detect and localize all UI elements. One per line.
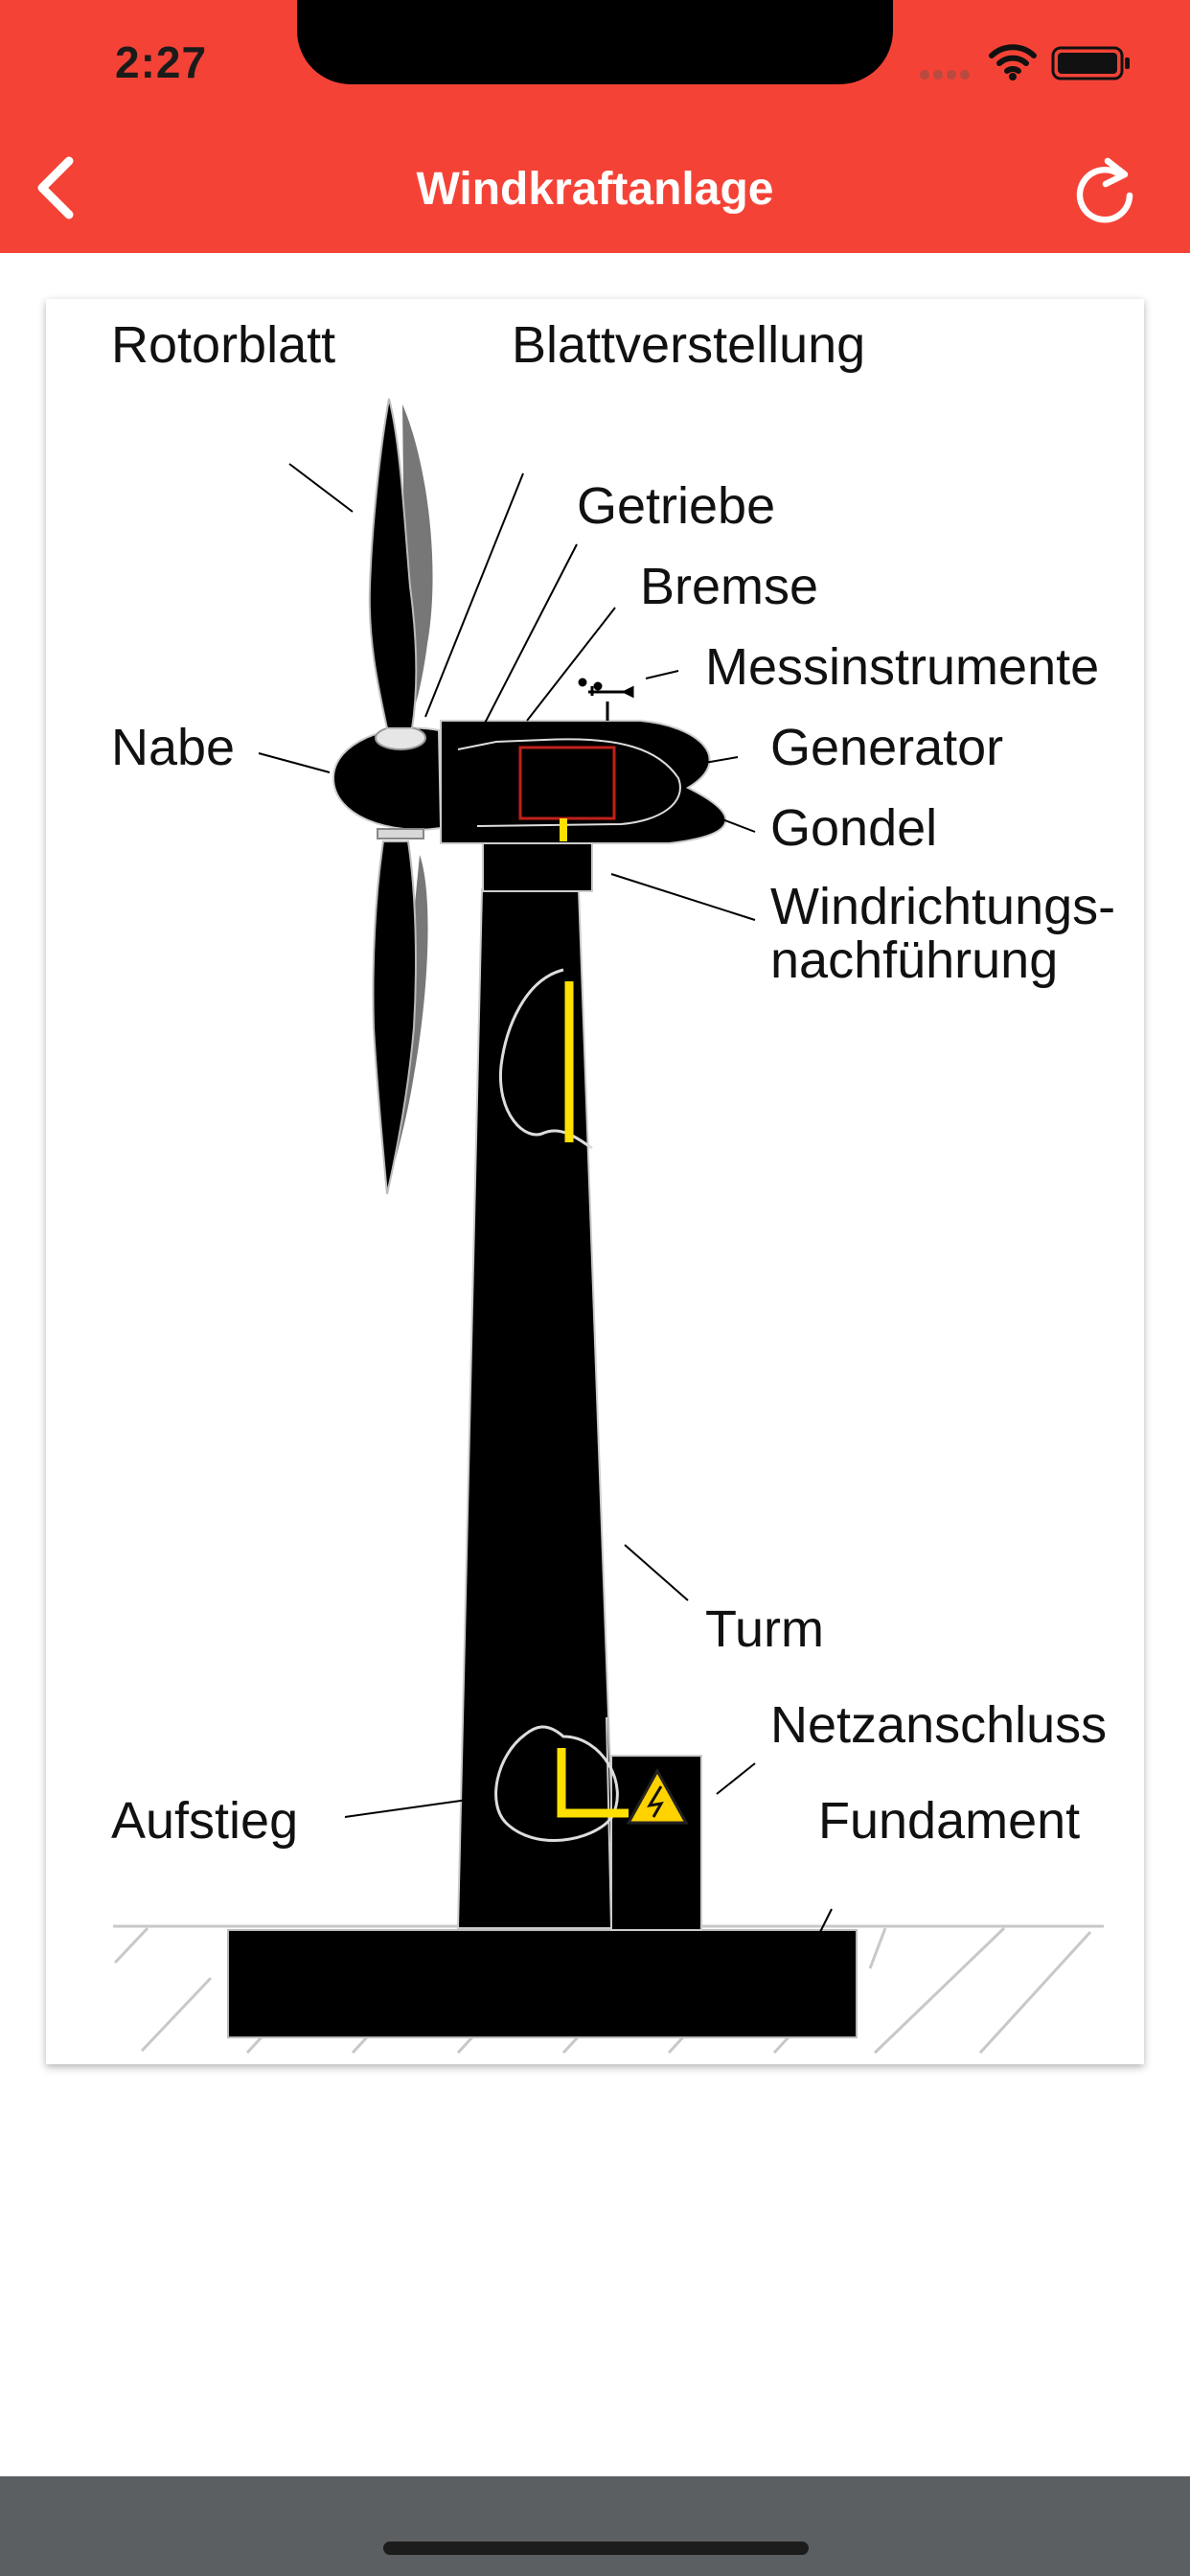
label-netzanschluss: Netzanschluss: [770, 1696, 1108, 1754]
cellular-signal-icon: [920, 67, 975, 80]
status-time: 2:27: [115, 37, 208, 87]
label-leader-lines: [258, 463, 833, 1948]
rotor-blade-upper: [368, 398, 418, 729]
status-icons: [915, 42, 1135, 84]
anemometer-icon: [578, 678, 634, 721]
high-voltage-warning-icon: [626, 1767, 689, 1825]
home-indicator[interactable]: [383, 2542, 809, 2555]
label-bremse: Bremse: [640, 558, 819, 615]
back-button[interactable]: [29, 153, 86, 220]
app-header: 2:27 Windkraftanlage: [0, 0, 1190, 253]
label-fundament: Fundament: [818, 1792, 1081, 1850]
nacelle: [440, 720, 727, 844]
battery-icon: [1051, 46, 1130, 80]
label-getriebe: Getriebe: [577, 477, 776, 535]
refresh-button[interactable]: [1071, 151, 1138, 224]
label-windrichtungsnachfuehrung-line2: nachführung: [770, 932, 1059, 989]
tower: [456, 888, 618, 1929]
wind-turbine-diagram: [113, 398, 1104, 2055]
diagram-card: Rotorblatt Blattverstellung Getriebe Bre…: [46, 299, 1144, 2064]
bottom-bar: [0, 2476, 1190, 2576]
label-nabe: Nabe: [111, 719, 236, 776]
device-notch: [297, 0, 893, 84]
label-aufstieg: Aufstieg: [111, 1792, 299, 1850]
label-rotorblatt: Rotorblatt: [111, 316, 336, 374]
rotor-blade-lower: [372, 840, 417, 1195]
label-blattverstellung: Blattverstellung: [512, 316, 866, 374]
label-turm: Turm: [705, 1600, 824, 1658]
foundation-block: [227, 1929, 858, 2038]
page-title: Windkraftanlage: [416, 164, 774, 215]
label-generator: Generator: [770, 719, 1004, 776]
label-messinstrumente: Messinstrumente: [705, 638, 1100, 696]
yaw-drive: [482, 840, 593, 892]
wifi-icon: [989, 44, 1037, 80]
label-windrichtungsnachfuehrung-line1: Windrichtungs-: [770, 878, 1116, 935]
label-gondel: Gondel: [770, 799, 938, 857]
